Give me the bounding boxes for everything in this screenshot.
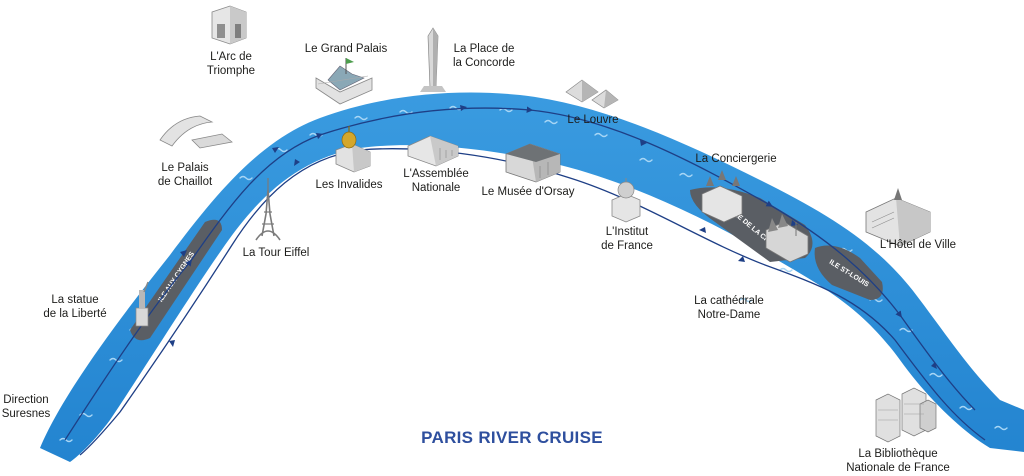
label-suresnes: Direction Suresnes bbox=[1, 394, 51, 420]
statue-liberte-icon bbox=[135, 281, 149, 327]
label-notre-dame: La cathédrale Notre-Dame bbox=[694, 295, 764, 321]
label-grand-palais: Le Grand Palais bbox=[304, 43, 388, 55]
assemblee-nationale-icon bbox=[407, 135, 459, 167]
eiffel-tower-icon bbox=[255, 178, 281, 241]
label-orsay: Le Musée d'Orsay bbox=[481, 186, 575, 198]
institut-france-icon bbox=[611, 178, 641, 223]
label-institut: L'Institut de France bbox=[601, 226, 653, 252]
label-chaillot: Le Palais de Chaillot bbox=[157, 162, 213, 188]
label-invalides: Les Invalides bbox=[315, 179, 383, 191]
cruise-route-inner bbox=[79, 148, 986, 456]
label-concorde: La Place de la Concorde bbox=[452, 43, 515, 69]
label-hotel-de-ville: L'Hôtel de Ville bbox=[879, 239, 957, 251]
label-liberte: La statue de la Liberté bbox=[43, 294, 107, 320]
label-eiffel: La Tour Eiffel bbox=[242, 247, 310, 259]
grand-palais-icon bbox=[315, 58, 373, 105]
louvre-pyramid-icon bbox=[565, 79, 619, 109]
arc-de-triomphe-icon bbox=[211, 5, 247, 45]
notre-dame-icon bbox=[765, 214, 809, 263]
invalides-icon bbox=[335, 126, 371, 173]
label-assemblee: L'Assemblée Nationale bbox=[403, 168, 469, 194]
map-title: PARIS RIVER CRUISE bbox=[421, 428, 603, 447]
musee-orsay-icon bbox=[505, 143, 561, 183]
cruise-route-outer bbox=[64, 106, 976, 441]
label-arc-de-triomphe: L'Arc de Triomphe bbox=[206, 51, 256, 77]
label-conciergerie: La Conciergerie bbox=[695, 153, 777, 165]
hotel-de-ville-icon bbox=[865, 188, 931, 247]
palais-chaillot-icon bbox=[159, 115, 233, 149]
label-bibliotheque: La Bibliothèque Nationale de France bbox=[846, 448, 950, 474]
label-louvre: Le Louvre bbox=[567, 114, 619, 126]
obelisk-concorde-icon bbox=[420, 27, 446, 92]
conciergerie-icon bbox=[701, 170, 743, 223]
bibliotheque-nationale-icon bbox=[875, 387, 937, 443]
